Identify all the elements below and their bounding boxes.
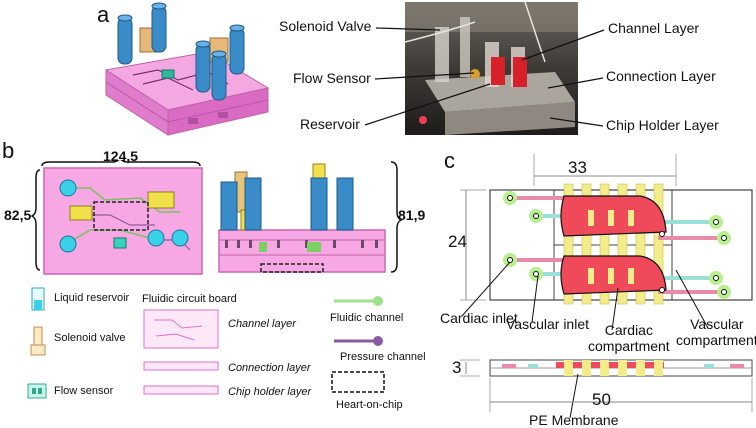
legend-fluidic-circuit-board: Fluidic circuit board <box>142 293 237 305</box>
panel-b-letter: b <box>2 138 15 163</box>
panel-a-letter: a <box>97 2 110 27</box>
legend-solenoid-valve-icon <box>30 326 46 356</box>
legend-liquid-reservoir: Liquid reservoir <box>54 292 130 304</box>
panel-a-leaders <box>364 27 605 127</box>
legend-layers-icon <box>143 309 219 395</box>
dim-height-c: 24 <box>448 232 467 251</box>
label-pe-membrane: PE Membrane <box>529 412 619 428</box>
label-solenoid-valve: Solenoid Valve <box>279 18 372 34</box>
dim-length-bottom: 50 <box>592 390 611 409</box>
legend-heart-on-chip: Heart-on-chip <box>336 399 403 411</box>
dim-width: 124,5 <box>103 148 139 164</box>
top-view-drawing <box>30 160 203 275</box>
chip-drawing <box>460 154 753 419</box>
legend-heart-on-chip-box <box>331 371 385 393</box>
label-vascular-inlet: Vascular inlet <box>506 316 590 332</box>
legend-flow-sensor-icon <box>27 383 47 399</box>
dim-depth: 82,5 <box>4 207 32 223</box>
label-vascular-compartment: Vascular compartment <box>676 316 756 348</box>
legend-fluidic-channel: Fluidic channel <box>330 312 404 324</box>
legend-channel-lines <box>334 296 383 346</box>
label-chip-holder-layer: Chip Holder Layer <box>606 117 719 133</box>
label-reservoir: Reservoir <box>300 116 360 132</box>
label-flow-sensor: Flow Sensor <box>293 70 371 86</box>
side-view-drawing <box>218 161 403 273</box>
dim-thickness: 3 <box>452 358 462 377</box>
dim-length-top: 33 <box>568 158 587 177</box>
device-3d-render <box>104 2 270 136</box>
panel-c-letter: c <box>444 148 455 173</box>
dim-height: 81,9 <box>398 207 426 223</box>
label-cardiac-compartment: Cardiac compartment <box>588 322 670 354</box>
legend-liquid-reservoir-icon <box>31 287 45 311</box>
legend-solenoid-valve: Solenoid valve <box>54 332 126 344</box>
legend-chip-holder-layer: Chip holder layer <box>228 386 312 398</box>
legend-channel-layer: Channel layer <box>228 318 296 330</box>
legend-flow-sensor: Flow sensor <box>54 385 114 397</box>
label-channel-layer: Channel Layer <box>608 20 700 36</box>
label-cardiac-inlet: Cardiac inlet <box>440 310 518 326</box>
device-photo <box>405 2 578 135</box>
legend-pressure-channel: Pressure channel <box>340 351 426 363</box>
legend-connection-layer: Connection layer <box>228 362 311 374</box>
label-connection-layer: Connection Layer <box>606 68 716 84</box>
